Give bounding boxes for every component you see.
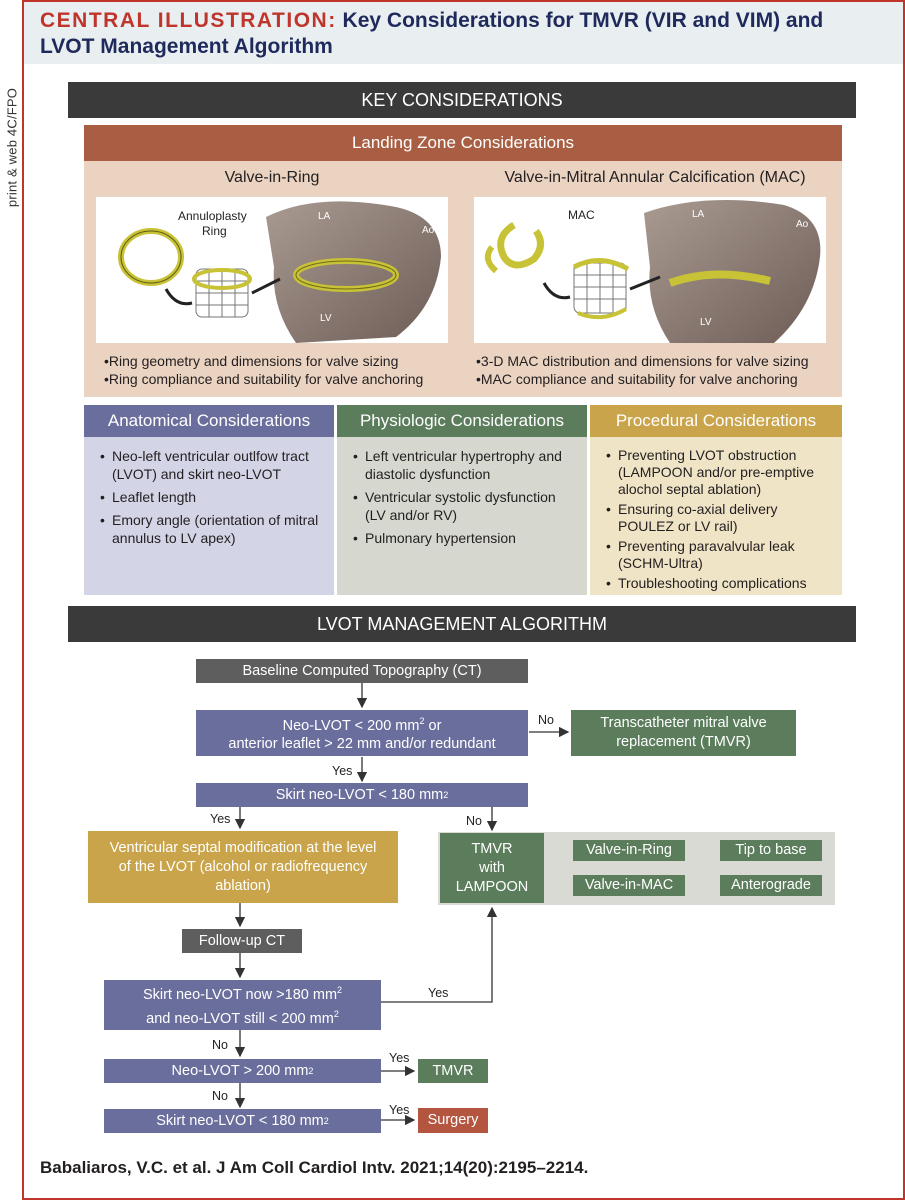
valve-in-ring-image: Annuloplasty Ring LA Ao LV xyxy=(96,197,448,343)
no-label: No xyxy=(538,713,554,727)
list-item: Preventing LVOT obstruction (LAMPOON and… xyxy=(606,447,834,498)
list-item: Emory angle (orientation of mitral annul… xyxy=(100,511,326,547)
title-bar: CENTRAL ILLUSTRATION: Key Considerations… xyxy=(24,2,903,64)
yes-label: Yes xyxy=(389,1051,410,1065)
list-item: Ventricular systolic dysfunction (LV and… xyxy=(353,488,579,524)
algorithm-header: LVOT MANAGEMENT ALGORITHM xyxy=(68,606,856,642)
no-label: No xyxy=(466,814,482,828)
figure-title: CENTRAL ILLUSTRATION: Key Considerations… xyxy=(40,8,887,34)
image-label-lv-2: LV xyxy=(700,317,712,328)
yes-label: Yes xyxy=(332,764,353,778)
valve-in-mac-box: Valve-in-MAC xyxy=(573,875,685,896)
image-label-ao: Ao xyxy=(422,225,435,236)
physiologic-header: Physiologic Considerations xyxy=(337,405,587,437)
valve-in-ring-bullets: Ring geometry and dimensions for valve s… xyxy=(104,352,464,388)
bullet-item: Ring compliance and suitability for valv… xyxy=(104,370,464,388)
septal-modification-box: Ventricular septal modification at the l… xyxy=(88,831,398,903)
list-item: Neo-left ventricular outlfow tract (LVOT… xyxy=(100,447,326,483)
image-label-ao-2: Ao xyxy=(796,219,809,230)
procedural-considerations: Procedural Considerations Preventing LVO… xyxy=(590,405,842,595)
image-label-la: LA xyxy=(318,211,331,222)
tmvr-lampoon-box: TMVR with LAMPOON xyxy=(440,833,544,903)
anterograde-box: Anterograde xyxy=(720,875,822,896)
bullet-item: 3-D MAC distribution and dimensions for … xyxy=(476,352,840,370)
neo-lvot-question-box: Neo-LVOT < 200 mm2 or anterior leaflet >… xyxy=(196,710,528,756)
valve-in-mac-bullets: 3-D MAC distribution and dimensions for … xyxy=(476,352,840,388)
valve-in-mac-title: Valve-in-Mitral Annular Calcification (M… xyxy=(504,169,806,186)
yes-label: Yes xyxy=(389,1103,410,1117)
skirt-now-box: Skirt neo-LVOT now >180 mm2 and neo-LVOT… xyxy=(104,980,381,1030)
tip-to-base-box: Tip to base xyxy=(720,840,822,861)
valve-in-ring-title: Valve-in-Ring xyxy=(224,169,320,186)
list-item: Preventing paravalvular leak (SCHM-Ultra… xyxy=(606,538,834,572)
image-label-la-2: LA xyxy=(692,209,705,220)
yes-label: Yes xyxy=(428,986,449,1000)
title-line2: LVOT Management Algorithm xyxy=(40,35,333,58)
procedural-header: Procedural Considerations xyxy=(590,405,842,437)
title-prefix: CENTRAL ILLUSTRATION: xyxy=(40,9,337,32)
figure-frame xyxy=(22,0,905,1200)
bullet-item: MAC compliance and suitability for valve… xyxy=(476,370,840,388)
tmvr-short-box: TMVR xyxy=(418,1059,488,1083)
list-item: Pulmonary hypertension xyxy=(353,529,579,547)
list-item: Left ventricular hypertrophy and diastol… xyxy=(353,447,579,483)
list-item: Troubleshooting complications xyxy=(606,575,834,592)
image-label-mac: MAC xyxy=(568,208,595,222)
anatomical-considerations: Anatomical Considerations Neo-left ventr… xyxy=(84,405,334,595)
anatomical-header: Anatomical Considerations xyxy=(84,405,334,437)
yes-label: Yes xyxy=(210,812,231,826)
follow-up-ct-box: Follow-up CT xyxy=(182,929,302,953)
surgery-box: Surgery xyxy=(418,1108,488,1133)
no-label: No xyxy=(212,1038,228,1052)
landing-zone-header: Landing Zone Considerations xyxy=(84,125,842,161)
no-label: No xyxy=(212,1089,228,1103)
physiologic-considerations: Physiologic Considerations Left ventricu… xyxy=(337,405,587,595)
bullet-item: Ring geometry and dimensions for valve s… xyxy=(104,352,464,370)
citation: Babaliaros, V.C. et al. J Am Coll Cardio… xyxy=(40,1158,589,1177)
baseline-ct-box: Baseline Computed Topography (CT) xyxy=(196,659,528,683)
image-label-annuloplasty: Annuloplasty xyxy=(178,209,247,223)
valve-in-mac-image: MAC LA Ao LV xyxy=(474,197,826,343)
image-label-lv: LV xyxy=(320,313,332,324)
title-line1: Key Considerations for TMVR (VIR and VIM… xyxy=(342,9,824,32)
list-item: Ensuring co-axial delivery POULEZ or LV … xyxy=(606,501,834,535)
key-considerations-header: KEY CONSIDERATIONS xyxy=(68,82,856,118)
valve-in-ring-box: Valve-in-Ring xyxy=(573,840,685,861)
landing-zone-section: Landing Zone Considerations Valve-in-Rin… xyxy=(84,125,842,397)
tmvr-full-box: Transcatheter mitral valve replacement (… xyxy=(571,710,796,756)
list-item: Leaflet length xyxy=(100,488,326,506)
image-label-ring: Ring xyxy=(202,224,227,238)
